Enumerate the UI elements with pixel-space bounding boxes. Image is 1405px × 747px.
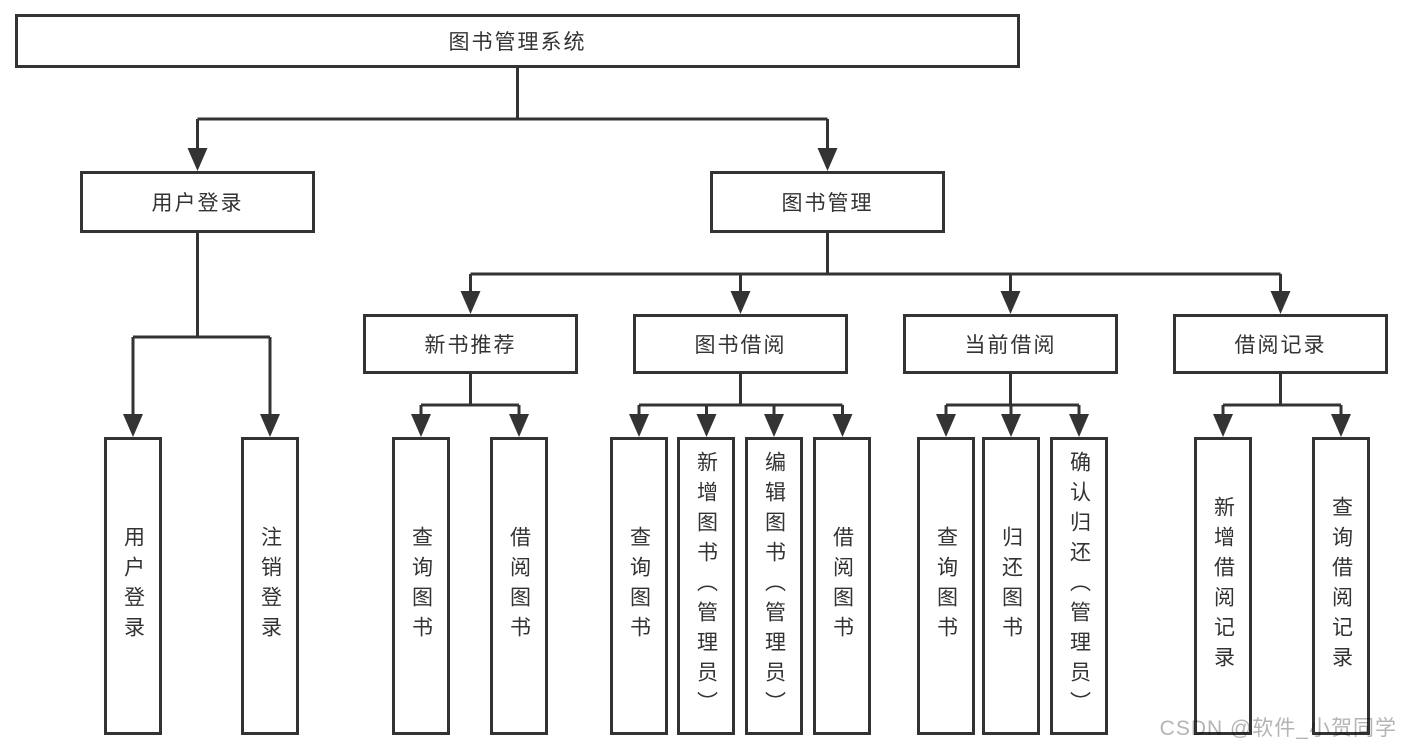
arrowhead-book-management: [817, 148, 838, 171]
connector-current-borrow-to-leaves: [936, 374, 1089, 437]
arrowhead-new-book: [460, 291, 481, 314]
arrowhead-cb-return: [1001, 414, 1021, 437]
leaf-records-query-record: 查询借阅记录: [1312, 437, 1370, 735]
arrowhead-cb-confirm: [1069, 414, 1089, 437]
arrowhead-user-login: [187, 148, 208, 171]
leaf-newbook-query-book: 查询图书: [392, 437, 450, 735]
node-new-book-recommend-label: 新书推荐: [424, 334, 517, 357]
arrowhead-nb-query: [411, 414, 431, 437]
leaf-current-query-book-label: 查询图书: [934, 526, 958, 646]
leaf-logout: 注销登录: [241, 437, 299, 735]
connector-borrow-records-to-leaves: [1213, 374, 1351, 437]
node-user-login: 用户登录: [80, 171, 315, 233]
leaf-newbook-query-book-label: 查询图书: [409, 526, 433, 646]
csdn-watermark: CSDN @软件_小贺同学: [1159, 717, 1397, 740]
leaf-current-return-book-label: 归还图书: [999, 526, 1023, 646]
leaf-borrow-borrow-book-label: 借阅图书: [830, 526, 854, 646]
arrowhead-bb-edit: [764, 414, 784, 437]
leaf-current-query-book: 查询图书: [917, 437, 975, 735]
leaf-newbook-borrow-book-label: 借阅图书: [507, 526, 531, 646]
arrowhead-current-borrow: [1000, 291, 1021, 314]
arrowhead-nb-borrow: [509, 414, 529, 437]
connector-book-management-to-level2: [460, 233, 1291, 314]
leaf-newbook-borrow-book: 借阅图书: [490, 437, 548, 735]
node-root-system-label: 图书管理系统: [448, 31, 587, 54]
leaf-current-return-book: 归还图书: [982, 437, 1040, 735]
arrowhead-bb-borrow: [832, 414, 853, 437]
arrowhead-br-query: [1331, 414, 1351, 437]
node-root-system: 图书管理系统: [15, 14, 1020, 68]
leaf-records-add-record-label: 新增借阅记录: [1211, 496, 1235, 676]
node-book-borrow: 图书借阅: [633, 314, 848, 374]
leaf-borrow-borrow-book: 借阅图书: [813, 437, 871, 735]
arrowhead-cb-query: [936, 414, 956, 437]
arrowhead-leaf-logout: [260, 414, 280, 437]
leaf-borrow-query-book-label: 查询图书: [627, 526, 651, 646]
leaf-current-confirm-return-admin-label: 确认归还（管理员）: [1067, 451, 1091, 721]
leaf-records-add-record: 新增借阅记录: [1194, 437, 1252, 735]
node-borrow-records-label: 借阅记录: [1234, 334, 1327, 357]
connector-root-to-level1: [187, 68, 838, 171]
leaf-current-confirm-return-admin: 确认归还（管理员）: [1050, 437, 1108, 735]
leaf-borrow-add-book-admin-label: 新增图书（管理员）: [694, 451, 718, 721]
node-user-login-label: 用户登录: [151, 192, 244, 215]
node-new-book-recommend: 新书推荐: [363, 314, 578, 374]
connector-book-borrow-to-leaves: [629, 374, 853, 437]
leaf-user-login: 用户登录: [104, 437, 162, 735]
connector-new-book-to-leaves: [411, 374, 529, 437]
node-current-borrow: 当前借阅: [903, 314, 1118, 374]
arrowhead-br-add: [1213, 414, 1233, 437]
arrowhead-bb-query: [629, 414, 649, 437]
node-book-borrow-label: 图书借阅: [694, 334, 787, 357]
arrowhead-book-borrow: [730, 291, 751, 314]
leaf-logout-label: 注销登录: [258, 526, 282, 646]
leaf-borrow-query-book: 查询图书: [610, 437, 668, 735]
leaf-borrow-add-book-admin: 新增图书（管理员）: [677, 437, 735, 735]
leaf-records-query-record-label: 查询借阅记录: [1329, 496, 1353, 676]
node-borrow-records: 借阅记录: [1173, 314, 1388, 374]
arrowhead-bb-add: [696, 414, 717, 437]
leaf-user-login-label: 用户登录: [121, 526, 145, 646]
arrowhead-leaf-user-login: [123, 414, 143, 437]
node-book-management-label: 图书管理: [781, 192, 874, 215]
arrowhead-borrow-records: [1270, 291, 1291, 314]
node-book-management: 图书管理: [710, 171, 945, 233]
node-current-borrow-label: 当前借阅: [964, 334, 1057, 357]
leaf-borrow-edit-book-admin: 编辑图书（管理员）: [745, 437, 803, 735]
connector-user-login-to-leaves: [123, 233, 280, 437]
leaf-borrow-edit-book-admin-label: 编辑图书（管理员）: [762, 451, 786, 721]
